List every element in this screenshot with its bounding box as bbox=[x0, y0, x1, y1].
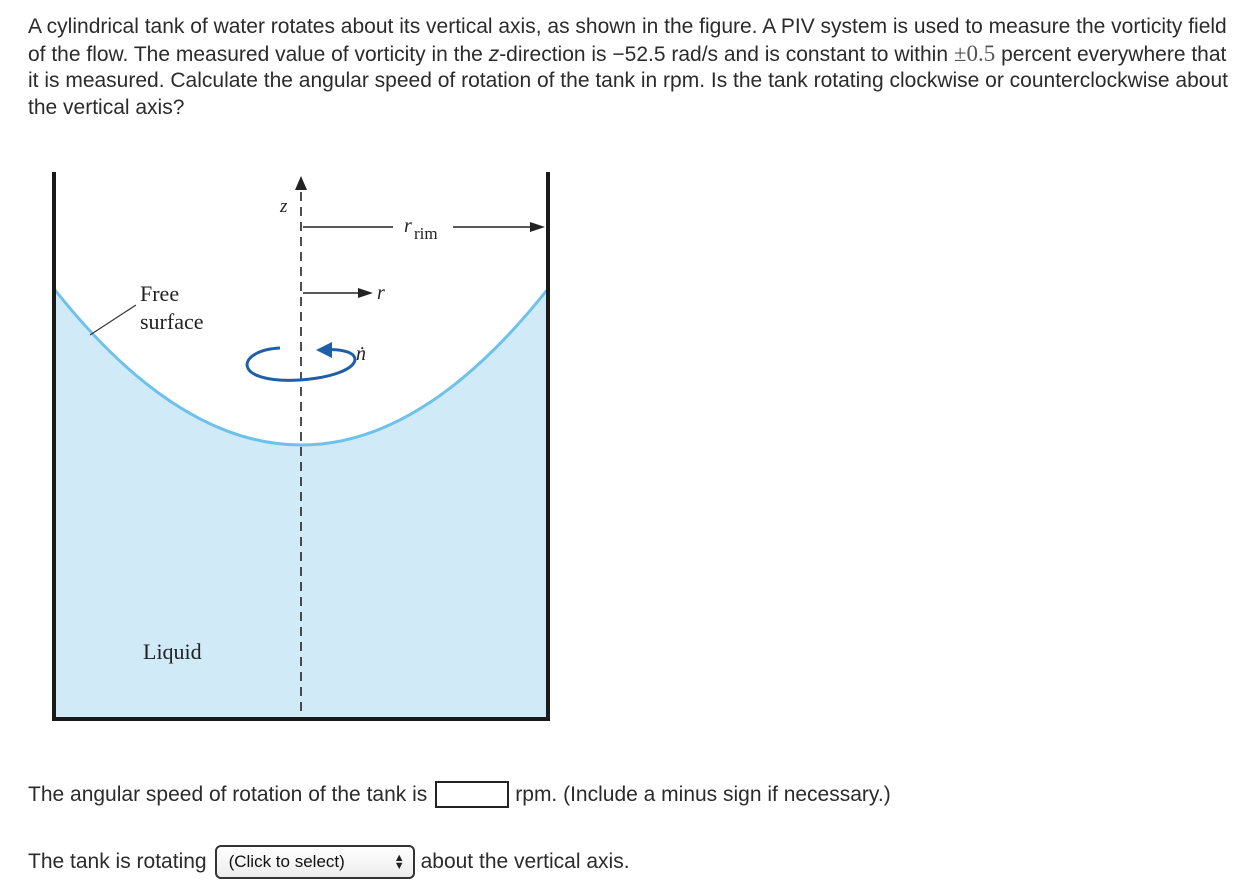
problem-statement: A cylindrical tank of water rotates abou… bbox=[28, 14, 1228, 121]
rotation-arrowhead bbox=[316, 342, 332, 358]
r-label: r bbox=[377, 282, 385, 304]
tank-figure: z r rim r Free surface ṅ Liquid bbox=[40, 160, 570, 740]
angular-speed-input[interactable] bbox=[435, 781, 510, 808]
liquid-region bbox=[55, 290, 547, 717]
question-rotation-direction: The tank is rotating (Click to select) ▲… bbox=[28, 845, 630, 879]
r-arrowhead bbox=[358, 288, 373, 298]
r-rim-arrowhead bbox=[530, 222, 545, 232]
tolerance-value: ±0.5 bbox=[953, 40, 996, 66]
select-value: (Click to select) bbox=[228, 852, 345, 871]
question2-prefix: The tank is rotating bbox=[28, 850, 207, 873]
r-rim-label: r bbox=[404, 215, 412, 237]
problem-text-1: A cylindrical tank of water rotates abou… bbox=[28, 15, 1227, 66]
free-surface-curve bbox=[53, 289, 549, 447]
question-angular-speed: The angular speed of rotation of the tan… bbox=[28, 781, 891, 808]
question2-suffix: about the vertical axis. bbox=[420, 850, 630, 873]
tank-wall bbox=[52, 172, 550, 721]
free-surface-leader bbox=[89, 304, 137, 336]
z-axis-arrowhead bbox=[295, 176, 307, 190]
n-dot-label: ṅ bbox=[356, 343, 366, 365]
free-surface-label-1: Free bbox=[140, 281, 179, 306]
r-rim-subscript: rim bbox=[414, 224, 438, 243]
free-surface-label-2: surface bbox=[140, 309, 204, 334]
question1-prefix: The angular speed of rotation of the tan… bbox=[28, 782, 428, 806]
liquid-label: Liquid bbox=[143, 639, 202, 664]
z-axis-label: z bbox=[279, 196, 288, 217]
z-italic: z bbox=[488, 42, 500, 66]
rotating-tank-diagram: z r rim r Free surface ṅ Liquid bbox=[52, 172, 550, 721]
problem-text-3: percent everywhere that it is measured. … bbox=[28, 42, 1228, 119]
rotation-direction-select[interactable]: (Click to select) ▲▼ bbox=[214, 845, 415, 879]
problem-text-2: -direction is −52.5 rad/s and is constan… bbox=[499, 42, 954, 66]
rotation-arrow-icon bbox=[245, 346, 357, 382]
question1-suffix: rpm. (Include a minus sign if necessary.… bbox=[515, 782, 891, 806]
updown-chevron-icon: ▲▼ bbox=[393, 852, 405, 872]
